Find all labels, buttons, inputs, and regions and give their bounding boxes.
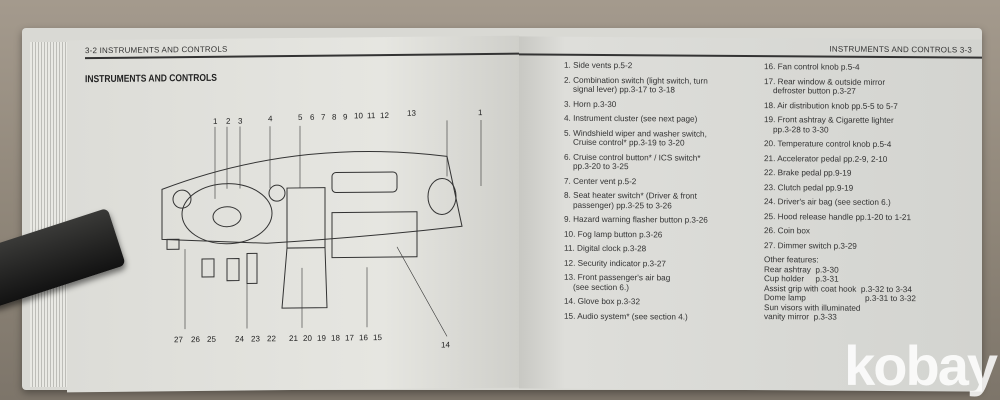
legend-item: 11. Digital clock p.3-28 [564, 244, 760, 255]
callout-number: 21 [289, 333, 298, 344]
legend-item-text: 3. Horn p.3-30 [564, 99, 617, 109]
other-feature-item: vanity mirror p.3-33 [764, 312, 837, 322]
legend-item: 9. Hazard warning flasher button p.3-26 [564, 215, 760, 226]
callout-number: 17 [345, 333, 354, 343]
legend-item-text: signal lever) pp.3-17 to 3-18 [573, 84, 675, 95]
legend-item: 20. Temperature control knob p.5-4 [764, 139, 977, 150]
legend-item-text: defroster button p.3-27 [773, 86, 856, 96]
legend-item-text: 24. Driver's air bag (see section 6.) [764, 197, 891, 207]
legend-item-text: (see section 6.) [573, 282, 629, 292]
legend-item: 7. Center vent p.5-2 [564, 176, 760, 187]
callout-number: 14 [441, 340, 450, 350]
legend-item-text: 15. Audio system* (see section 4.) [564, 311, 688, 322]
callout-number: 3 [238, 116, 243, 126]
legend-item-text: 22. Brake pedal pp.9-19 [764, 168, 852, 178]
legend-item-text: 23. Clutch pedal pp.9-19 [764, 182, 854, 193]
legend-item: 26. Coin box [764, 226, 977, 237]
callout-number: 9 [343, 112, 348, 122]
callout-number: 18 [331, 333, 340, 343]
legend-item: 2. Combination switch (light switch, tur… [564, 75, 760, 95]
legend-item: 23. Clutch pedal pp.9-19 [764, 183, 977, 194]
legend-item-text: pp.3-20 to 3-25 [573, 161, 629, 172]
callout-number: 8 [332, 112, 337, 122]
legend-item-text: 18. Air distribution knob pp.5-5 to 5-7 [764, 100, 898, 111]
legend-item: 14. Glove box p.3-32 [564, 297, 760, 308]
callout-number: 12 [380, 110, 389, 121]
callout-number: 13 [407, 108, 416, 118]
legend-item: 1. Side vents p.5-2 [564, 61, 760, 72]
legend-item: 12. Security indicator p.3-27 [564, 258, 760, 269]
callout-number: 6 [310, 112, 315, 122]
legend-item: 22. Brake pedal pp.9-19 [764, 168, 977, 179]
legend-item: 15. Audio system* (see section 4.) [564, 311, 760, 322]
callout-number: 25 [207, 334, 216, 344]
legend-item-text: Cruise control* pp.3-19 to 3-20 [573, 137, 685, 148]
callout-number: 10 [354, 111, 363, 121]
callout-number: 26 [191, 334, 200, 345]
callout-number: 7 [321, 112, 326, 122]
callout-number: 11 [367, 111, 376, 121]
callout-number: 1 [213, 116, 218, 126]
legend-item: 13. Front passenger's air bag(see sectio… [564, 273, 760, 293]
callout-number: 4 [268, 114, 273, 124]
legend-item: 5. Windshield wiper and washer switch,Cr… [564, 128, 760, 148]
legend-column-2: 16. Fan control knob p.5-4 17. Rear windo… [764, 62, 977, 323]
callout-number: 20 [303, 333, 312, 343]
legend-item-text: 26. Coin box [764, 226, 810, 236]
callout-number: 19 [317, 333, 326, 343]
watermark-logo: kobay [844, 334, 998, 397]
legend-item-text: 1. Side vents p.5-2 [564, 60, 633, 71]
legend-item: 4. Instrument cluster (see next page) [564, 114, 760, 125]
legend-item: 10. Fog lamp button p.3-26 [564, 229, 760, 240]
callout-number: 2 [226, 116, 231, 126]
right-page-header: INSTRUMENTS AND CONTROLS 3-3 [829, 44, 972, 55]
legend-item-text: 9. Hazard warning flasher button p.3-26 [564, 214, 708, 225]
legend-item-text: 25. Hood release handle pp.1-20 to 1-21 [764, 211, 912, 222]
left-page: 3-2 INSTRUMENTS AND CONTROLS INSTRUMENTS… [67, 35, 519, 393]
legend-item-text: 27. Dimmer switch p.3-29 [764, 240, 857, 251]
legend-item-text: 11. Digital clock p.3-28 [564, 243, 647, 254]
callout-number: 5 [298, 112, 303, 122]
callout-number: 22 [267, 334, 276, 344]
legend-item: 6. Cruise control button* / ICS switch*p… [564, 152, 760, 172]
legend-item: 18. Air distribution knob pp.5-5 to 5-7 [764, 101, 977, 112]
dashboard-diagram [161, 120, 482, 337]
legend-item: 21. Accelerator pedal pp.2-9, 2-10 [764, 154, 977, 165]
callout-number: 15 [373, 333, 382, 343]
legend-item-text: 21. Accelerator pedal pp.2-9, 2-10 [764, 153, 888, 164]
legend-item-text: 12. Security indicator p.3-27 [564, 258, 666, 268]
callout-number: 24 [235, 334, 244, 344]
legend-item: 24. Driver's air bag (see section 6.) [764, 197, 977, 208]
legend-item-text: 4. Instrument cluster (see next page) [564, 113, 698, 124]
legend-item-text: pp.3-28 to 3-30 [773, 124, 829, 135]
callout-number: 27 [174, 335, 183, 345]
legend-item-text: passenger) pp.3-25 to 3-26 [573, 200, 672, 210]
page-edges [30, 42, 70, 387]
callout-number: 1 [478, 108, 483, 118]
open-manual: 3-2 INSTRUMENTS AND CONTROLS INSTRUMENTS… [22, 28, 982, 393]
legend-item: 3. Horn p.3-30 [564, 99, 760, 110]
callout-number: 16 [359, 333, 368, 343]
legend-item-text: 20. Temperature control knob p.5-4 [764, 139, 892, 149]
legend-item: 27. Dimmer switch p.3-29 [764, 241, 977, 252]
legend-item: 25. Hood release handle pp.1-20 to 1-21 [764, 212, 977, 223]
legend-item-text: 7. Center vent p.5-2 [564, 176, 637, 186]
legend-column-1: 1. Side vents p.5-2 2. Combination switch… [564, 61, 760, 327]
legend-item-text: 10. Fog lamp button p.3-26 [564, 229, 663, 239]
callout-number: 23 [251, 334, 260, 344]
legend-item-text: 16. Fan control knob p.5-4 [764, 62, 860, 72]
legend-item-text: 14. Glove box p.3-32 [564, 296, 641, 307]
legend-item: 16. Fan control knob p.5-4 [764, 62, 977, 73]
